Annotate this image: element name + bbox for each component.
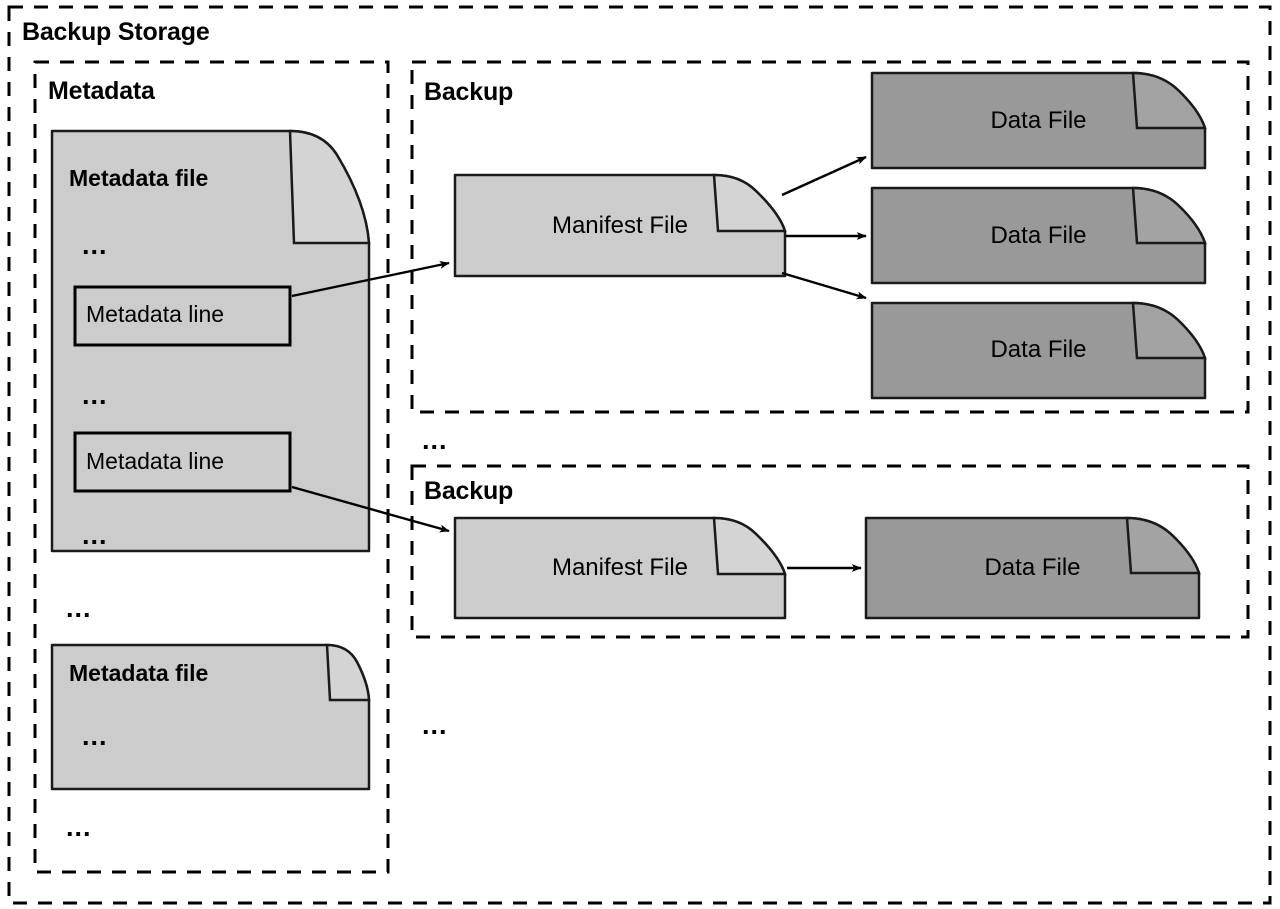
data-file-2-1-shape xyxy=(864,516,1201,620)
data-file-1-1-label: Data File xyxy=(990,107,1087,134)
data-file-1-3-shape xyxy=(870,301,1207,400)
metadata-line-box-1 xyxy=(73,285,292,347)
metadata-file-2-ellipsis-top: ... xyxy=(82,721,108,751)
arrow-metadata-line-2-to-manifest-2 xyxy=(291,485,450,533)
arrow-manifest-1-to-data-file-1 xyxy=(781,155,867,197)
metadata-file-2-shape xyxy=(50,643,371,791)
metadata-line-2-label: Metadata line xyxy=(86,448,225,474)
metadata-file-2-title: Metadata file xyxy=(69,660,209,686)
metadata-line-box-2 xyxy=(73,431,292,493)
backup-group-1-title: Backup xyxy=(424,78,514,106)
metadata-file-1-ellipsis-top: ... xyxy=(82,230,108,260)
data-file-1-1-shape xyxy=(870,71,1207,170)
metadata-ellipsis-after-files: ... xyxy=(66,812,92,842)
backup-storage-container-border xyxy=(7,5,1272,905)
manifest-file-2-label: Manifest File xyxy=(551,554,689,581)
metadata-file-1-ellipsis-bottom: ... xyxy=(82,520,108,550)
backup-storage-title: Backup Storage xyxy=(22,18,210,46)
data-file-1-2-shape xyxy=(870,186,1207,285)
data-file-1-3-label: Data File xyxy=(990,336,1087,363)
arrow-metadata-line-1-to-manifest-1 xyxy=(291,260,450,298)
manifest-file-1-shape xyxy=(453,173,787,278)
metadata-file-1-ellipsis-middle: ... xyxy=(82,380,108,410)
backup-group-2-border xyxy=(410,464,1250,639)
metadata-file-1-title: Metadata file xyxy=(69,165,209,191)
metadata-line-1-label: Metadata line xyxy=(86,301,225,327)
backup-group-1-border xyxy=(410,60,1250,414)
arrow-manifest-1-to-data-file-3 xyxy=(781,271,867,300)
ellipsis-after-backups: ... xyxy=(422,710,448,740)
data-file-2-1-label: Data File xyxy=(984,554,1081,581)
metadata-ellipsis-between-files: ... xyxy=(66,593,92,623)
ellipsis-between-backups: ... xyxy=(422,425,448,455)
data-file-1-2-label: Data File xyxy=(990,222,1087,249)
metadata-group-title: Metadata xyxy=(48,77,155,105)
manifest-file-1-label: Manifest File xyxy=(551,212,689,239)
metadata-group-border xyxy=(33,60,390,874)
backup-group-2-title: Backup xyxy=(424,477,514,505)
manifest-file-2-shape xyxy=(453,516,787,620)
